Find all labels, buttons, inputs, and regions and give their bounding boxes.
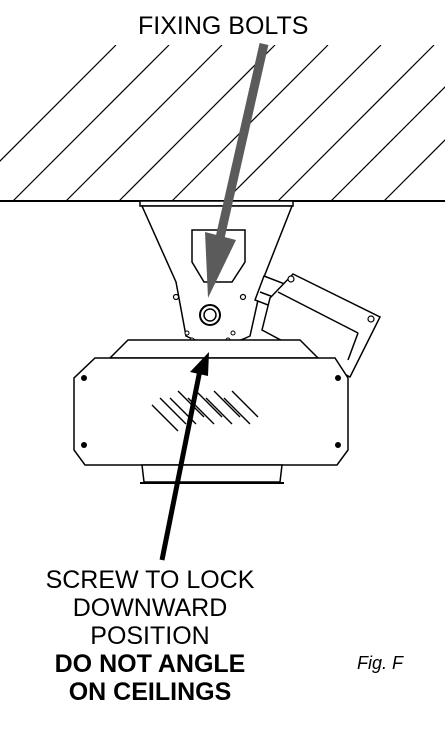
instruction-line: POSITION: [90, 622, 210, 650]
fixture-body: [73, 357, 349, 466]
box-screw: [367, 315, 375, 323]
bracket-hole: [239, 293, 247, 301]
fixture-top-plate: [108, 339, 320, 359]
ceiling-hatching: [0, 45, 445, 201]
lock-screw-arrow: [159, 352, 209, 561]
fixing-bolt-inner: [203, 308, 217, 322]
figure-label: Fig. F: [357, 653, 404, 673]
bracket-hole: [172, 293, 180, 301]
warning-line: DO NOT ANGLE: [54, 650, 246, 678]
fixing-bolts-label: FIXING BOLTS: [138, 12, 309, 40]
instruction-line: DOWNWARD: [72, 594, 228, 622]
lens-housing: [141, 464, 283, 483]
side-control-box: [254, 273, 382, 379]
warning-line: ON CEILINGS: [68, 678, 232, 706]
instruction-line: SCREW TO LOCK: [45, 566, 255, 594]
body-screws: [81, 375, 341, 448]
instruction-label: SCREW TO LOCK DOWNWARD POSITION DO NOT A…: [0, 566, 300, 706]
fixing-bolts-arrow: [205, 43, 269, 298]
box-screw: [287, 275, 295, 283]
